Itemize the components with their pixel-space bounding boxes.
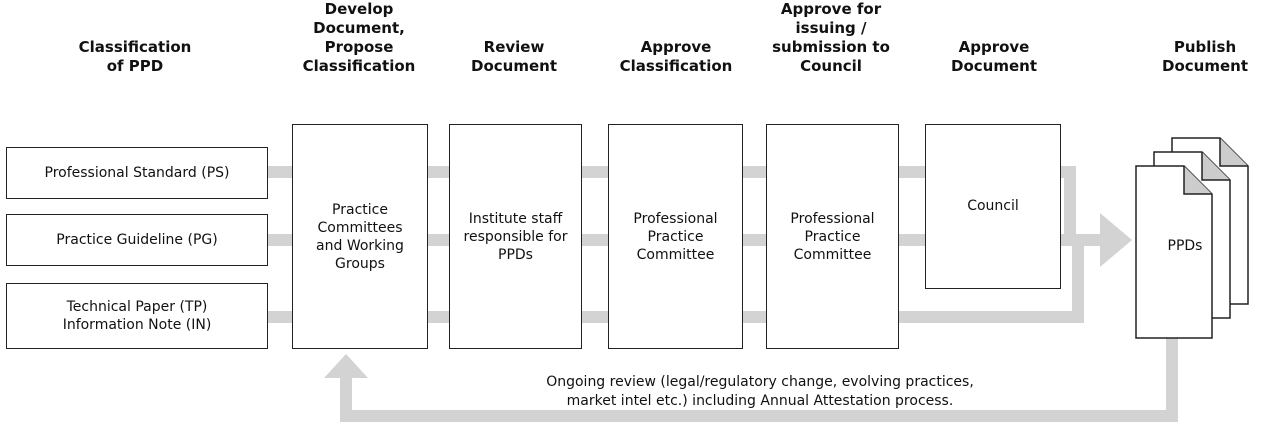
feedback-note: Ongoing review (legal/regulatory change,…: [546, 374, 974, 409]
category-technical-paper-information-note: Technical Paper (TP) Information Note (I…: [6, 283, 268, 349]
feedback-bottom: [340, 410, 1178, 422]
feedback-arrow-head: [324, 354, 368, 378]
header-develop: Develop Document, Propose Classification: [302, 0, 416, 75]
header-approve-document: Approve Document: [951, 38, 1037, 75]
header-publish: Publish Document: [1162, 38, 1248, 75]
feedback-up: [340, 376, 352, 422]
ppd-document-stack-icon: [1135, 137, 1249, 339]
stage-professional-practice-committee-2: Professional Practice Committee: [766, 124, 899, 349]
category-practice-guideline: Practice Guideline (PG): [6, 214, 268, 266]
header-classification: Classification of PPD: [78, 38, 192, 75]
stage-practice-committees: Practice Committees and Working Groups: [292, 124, 428, 349]
main-arrow-head: [1100, 213, 1132, 267]
stage-institute-staff: Institute staff responsible for PPDs: [449, 124, 582, 349]
category-professional-standard: Professional Standard (PS): [6, 147, 268, 199]
header-approve-issuing: Approve for issuing / submission to Coun…: [772, 0, 890, 75]
ppds-label: PPDs: [1167, 238, 1203, 254]
header-approve-classification: Approve Classification: [619, 38, 733, 75]
stage-council: Council: [925, 124, 1061, 289]
lane-tp-bend: [1072, 240, 1084, 323]
lane-ps-bend: [1064, 166, 1076, 246]
header-review: Review Document: [471, 38, 557, 75]
stage-professional-practice-committee-1: Professional Practice Committee: [608, 124, 743, 349]
feedback-down: [1166, 338, 1178, 422]
